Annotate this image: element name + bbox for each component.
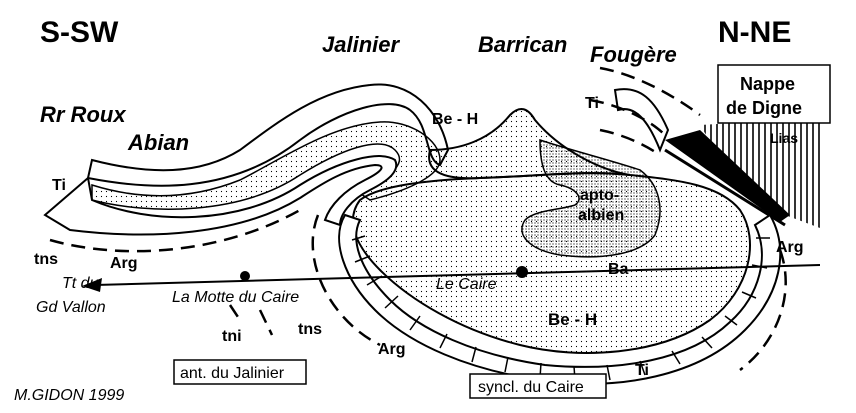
ti-band-syncline: [338, 213, 782, 385]
tni-label: tni: [222, 328, 242, 345]
jalinier-label: Jalinier: [322, 32, 400, 57]
lias-hatch-area: [700, 118, 820, 228]
anticline-box: [173, 359, 307, 385]
lias-label: Lias: [770, 130, 798, 146]
section-arrow-icon: [82, 278, 102, 292]
le-caire-point: [516, 266, 528, 278]
ti-band-ticks: [351, 235, 770, 382]
thrust-fault-line: [664, 148, 786, 227]
dashed-structure-lines: [49, 66, 787, 371]
arg-right-label: Arg: [776, 239, 804, 256]
ti-left-label: Ti: [52, 177, 66, 194]
credit-label: M.GIDON 1999: [14, 387, 124, 404]
la-motte-point: [240, 271, 250, 281]
tns-left-label: tns: [34, 251, 58, 268]
apto-label-2: albien: [578, 207, 624, 224]
roux-label: Rr Roux: [40, 102, 126, 127]
syncline-box-label: syncl. du Caire: [478, 379, 584, 396]
barrican-label: Barrican: [478, 32, 567, 57]
ba-label: Ba: [608, 261, 629, 278]
thrust-wedge: [665, 130, 790, 222]
arg-left-label: Arg: [110, 255, 138, 272]
apto-albien-core: [521, 138, 661, 258]
nappe-label-2: de Digne: [726, 98, 802, 118]
section-line: [94, 264, 821, 286]
ti-right-label: Ti: [585, 95, 599, 112]
orientation-right: N-NE: [718, 16, 791, 49]
apto-label-1: apto-: [580, 187, 619, 204]
be-h-top-label: Be - H: [432, 111, 478, 128]
be-h-bottom-label: Be - H: [548, 310, 597, 329]
tt-du-label: Tt du: [62, 275, 99, 292]
arg-bottom-label: Arg: [378, 341, 406, 358]
nappe-box: [717, 64, 831, 124]
tns-mid-label: tns: [298, 321, 322, 338]
nappe-label-1: Nappe: [740, 74, 795, 94]
syncline-box: [469, 373, 607, 399]
anticline-box-label: ant. du Jalinier: [180, 365, 285, 382]
gd-vallon-label: Gd Vallon: [36, 299, 106, 316]
le-caire-label: Le Caire: [436, 276, 497, 293]
orientation-left: S-SW: [40, 16, 119, 49]
ti-bottom-label: Ti: [635, 362, 649, 379]
fougere-band: [613, 88, 670, 153]
fougere-label: Fougère: [590, 42, 677, 67]
abian-label: Abian: [127, 130, 189, 155]
la-motte-label: La Motte du Caire: [172, 289, 299, 306]
